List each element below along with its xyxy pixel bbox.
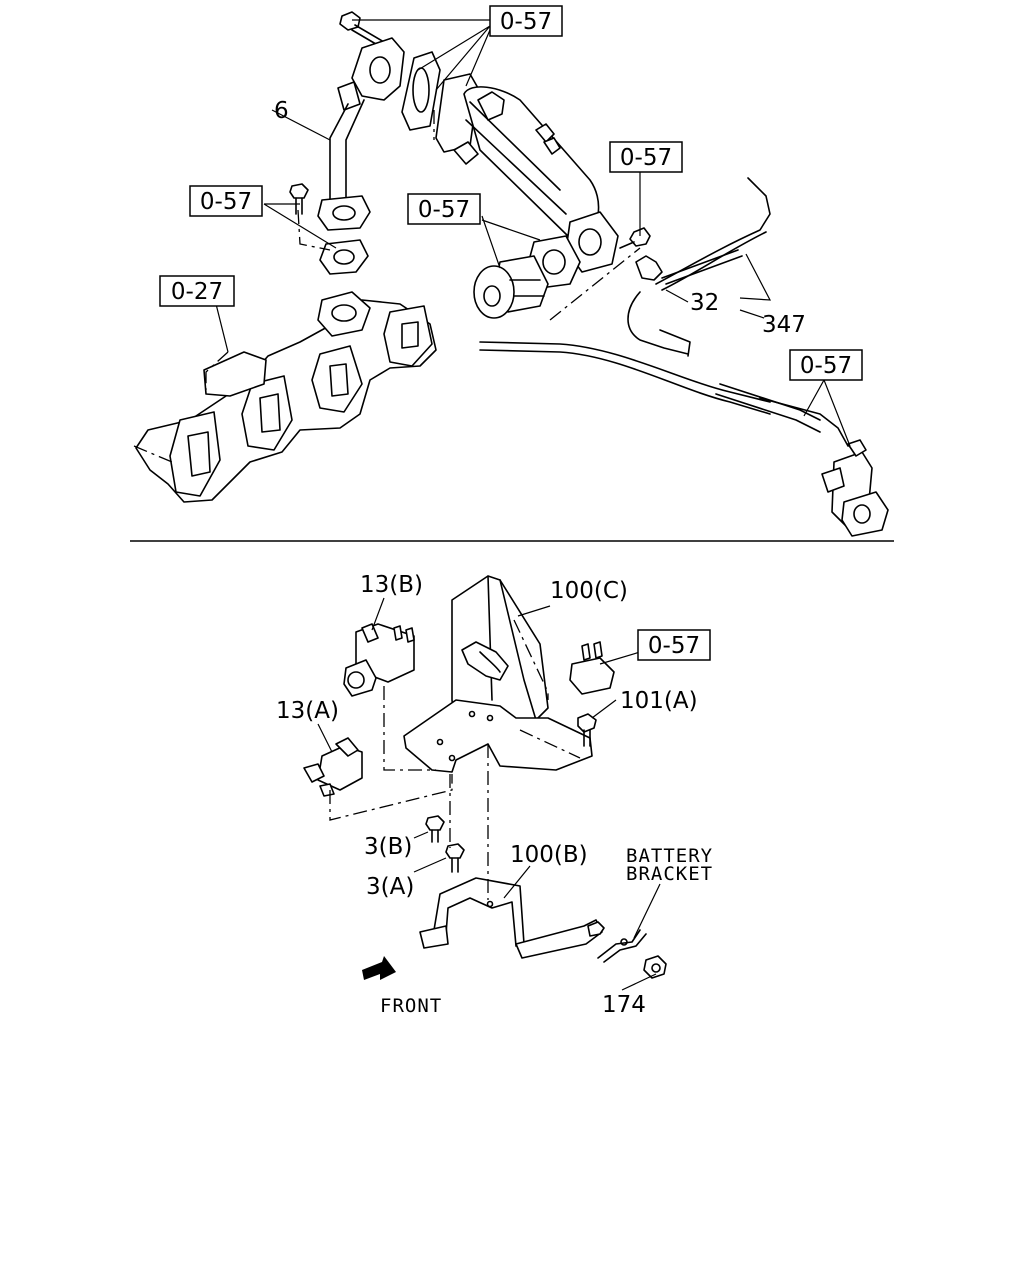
ref-box-2[interactable]: 0-57 [609,141,683,173]
label-part-100c: 100(C) [550,578,628,604]
battery-bracket [587,921,647,963]
ref-box-6[interactable]: 0-57 [789,349,863,381]
svg-text:0-57: 0-57 [648,633,700,659]
egr-valve [473,255,549,319]
label-bracket: BRACKET [626,863,713,885]
bracket-100b [419,877,603,959]
sensor-harness-347 [479,177,849,447]
nut-174 [643,955,667,979]
svg-text:0-57: 0-57 [500,9,552,35]
vsv-right [821,439,889,537]
label-part-347: 347 [762,312,806,338]
bolt-top [339,11,385,48]
label-part-6: 6 [274,98,289,124]
svg-text:0-57: 0-57 [200,189,252,215]
ref-box-7[interactable]: 0-57 [637,629,711,661]
svg-text:0-57: 0-57 [800,353,852,379]
label-part-101a: 101(A) [620,688,698,714]
ref-box-1[interactable]: 0-57 [489,5,563,37]
bolt-cooler [619,227,651,249]
gasket-left [319,239,369,275]
vsv-13b [343,623,415,697]
label-battery: BATTERY [626,845,713,867]
front-arrow-icon [362,956,396,980]
base-plate [403,699,593,773]
label-part-32: 32 [690,290,719,316]
bolt-3b [425,815,445,843]
ref-box-5[interactable]: 0-27 [159,275,235,307]
label-part-3a: 3(A) [366,874,414,900]
label-part-174: 174 [602,992,646,1018]
bolt-3a [445,843,465,873]
egr-cooler [435,73,619,273]
bolt-101a [577,713,597,747]
lower-leaders [317,597,661,991]
label-part-3b: 3(B) [364,834,412,860]
svg-text:0-57: 0-57 [418,197,470,223]
label-part-13a: 13(A) [276,698,339,724]
label-part-100b: 100(B) [510,842,588,868]
pressure-sensor [569,641,615,695]
egr-pipe-6 [317,37,405,231]
bolt-left [289,183,309,215]
ref-box-4[interactable]: 0-57 [407,193,481,225]
svg-text:0-57: 0-57 [620,145,672,171]
svg-text:0-27: 0-27 [171,279,223,305]
exhaust-manifold [135,291,437,503]
label-part-13b: 13(B) [360,572,423,598]
ref-box-3[interactable]: 0-57 [189,185,263,217]
upper-leaders [133,19,851,463]
label-front: FRONT [380,995,442,1017]
vsv-13a [303,737,363,797]
